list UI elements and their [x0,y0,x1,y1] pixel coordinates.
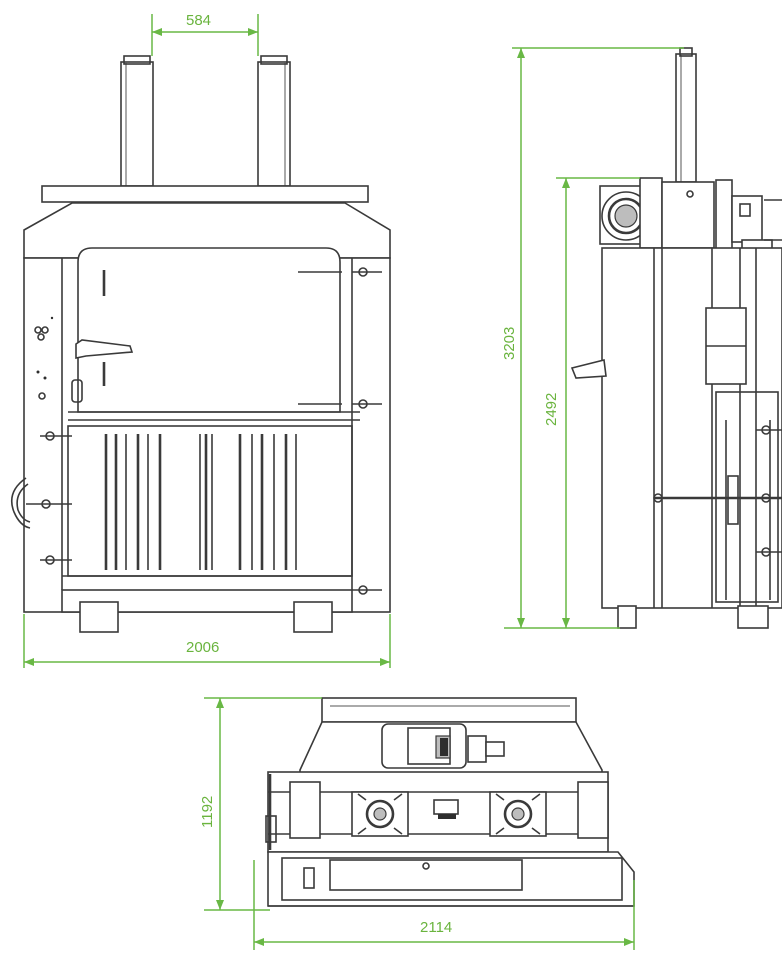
top-mount-right [489,791,547,837]
dimension-3203: 3203 [501,47,684,629]
side-body [601,247,782,609]
front-control-panel [34,316,54,400]
dimension-2114: 2114 [253,860,635,950]
top-motor [381,723,505,769]
top-rail [321,697,577,723]
top-plate [267,771,609,853]
dimension-2006: 2006 [23,614,391,668]
top-view [265,697,635,907]
dimension-label-2006: 2006 [186,639,219,656]
door-handle [75,339,134,359]
side-tie-bar [653,475,782,525]
side-motor [599,177,663,249]
wheel-guard [10,477,31,529]
side-handle [570,359,607,379]
dimension-label-1192: 1192 [199,796,216,828]
front-view [10,55,391,633]
dimension-label-584: 584 [186,12,211,29]
front-top-frame [41,185,369,203]
side-foot-right [737,605,769,629]
dimension-label-3203: 3203 [501,327,518,360]
front-foot-left [79,601,119,633]
dimension-label-2492: 2492 [543,393,560,426]
front-base [61,589,353,613]
front-foot-right [293,601,333,633]
dimension-2492: 2492 [543,177,640,628]
front-cylinders [120,55,291,187]
front-hinges-left [10,431,72,565]
side-foot-left [617,605,637,629]
side-valve [715,179,782,253]
dimension-label-2114: 2114 [420,919,452,936]
front-hinges-right [352,267,382,595]
front-lower-chamber [62,425,353,577]
front-upper-door [68,247,360,421]
top-mount-left [351,791,409,837]
side-view [570,47,782,629]
dimension-1192: 1192 [199,697,322,911]
side-cylinder [675,53,697,183]
dimension-584: 584 [151,12,259,56]
